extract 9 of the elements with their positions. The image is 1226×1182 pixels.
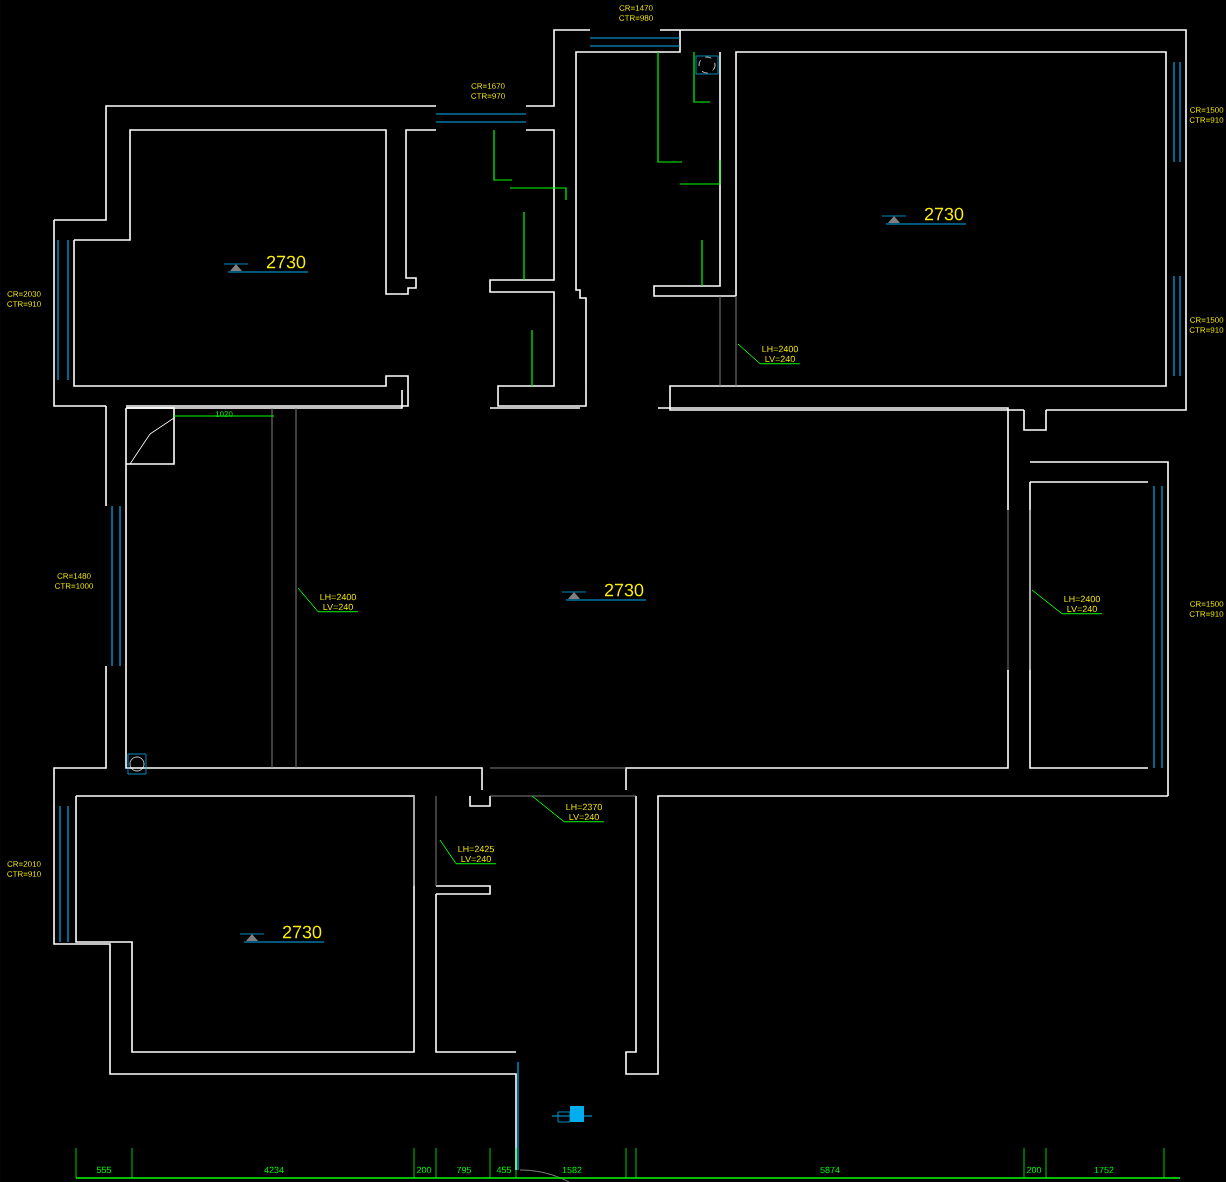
leader-line [439, 839, 497, 865]
leader-line [531, 795, 605, 823]
leader-line [297, 587, 359, 613]
ceiling-height-label: 2730 [924, 207, 964, 221]
leader-line [1031, 589, 1103, 615]
ceiling-height-label: 2730 [282, 925, 322, 939]
leader-line [737, 343, 801, 365]
ceiling-height-label: 2730 [266, 255, 306, 269]
ceiling-height-label: 2730 [604, 583, 644, 597]
